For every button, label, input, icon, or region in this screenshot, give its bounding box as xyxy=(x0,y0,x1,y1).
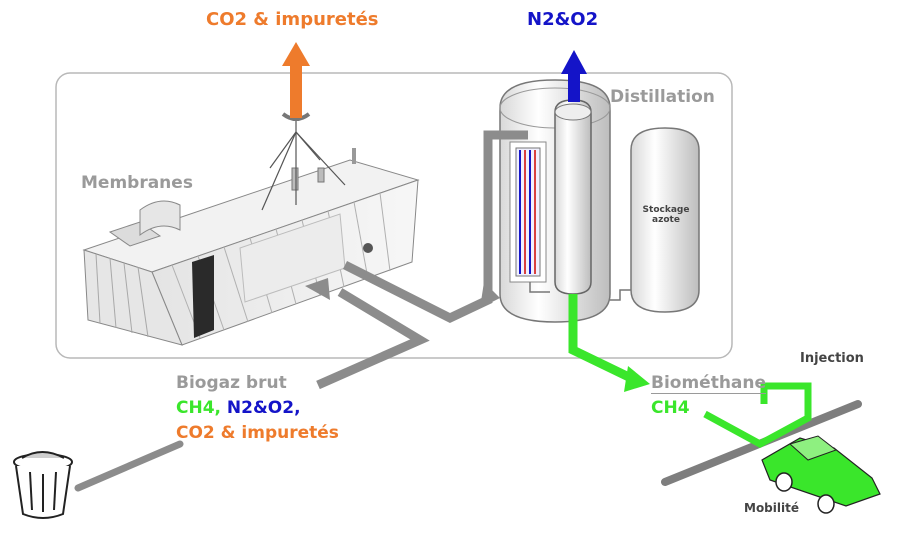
ch4-label: CH4 xyxy=(651,398,690,418)
biogas-n2o2: N2&O2, xyxy=(226,398,301,418)
biomethane-label: Biométhane xyxy=(651,373,767,394)
biomethane-distribution xyxy=(703,382,812,448)
membrane-container xyxy=(82,112,420,346)
trash-can-icon xyxy=(13,451,73,519)
biogas-arrow-head-left xyxy=(305,278,330,300)
stockage-line-2: azote xyxy=(652,215,680,225)
biogas-arrow-head-right xyxy=(480,282,500,308)
distillation-unit xyxy=(499,79,611,323)
n2o2-output-label: N2&O2 xyxy=(527,9,599,30)
stockage-line-1: Stockage xyxy=(642,205,690,215)
mobilite-label: Mobilité xyxy=(744,501,799,515)
car-icon xyxy=(761,435,881,514)
waste-feed-line xyxy=(74,440,184,492)
membranes-label: Membranes xyxy=(81,173,193,193)
nitrogen-storage-tank xyxy=(610,127,700,313)
n2o2-outlet-arrow xyxy=(561,50,587,102)
biogas-ch4: CH4, xyxy=(176,398,221,418)
distillation-label: Distillation xyxy=(610,87,715,107)
co2-output-label: CO2 & impuretés xyxy=(206,9,379,30)
biogas-co2: CO2 & impuretés xyxy=(176,423,339,443)
biogas-composition: CH4, N2&O2, xyxy=(176,398,301,418)
biogas-title: Biogaz brut xyxy=(176,373,287,393)
nitrogen-storage-label: Stockage azote xyxy=(640,205,692,225)
co2-outlet-arrow xyxy=(282,42,310,118)
injection-label: Injection xyxy=(800,351,864,366)
biomethane-flow-arrow xyxy=(568,294,650,392)
